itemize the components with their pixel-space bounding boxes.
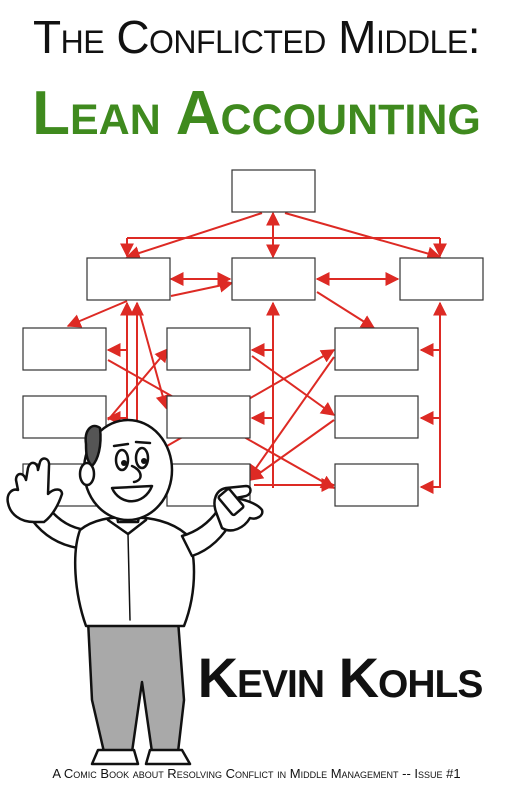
box: [166, 395, 251, 439]
shirt: [73, 516, 196, 628]
smile: [110, 484, 154, 503]
arrow: [248, 356, 335, 480]
cover-title-line-1: The Conflicted Middle:: [32, 11, 481, 63]
arrow: [284, 212, 442, 261]
right-shoe: [144, 748, 192, 766]
box: [231, 257, 316, 301]
eyebrows: [112, 440, 152, 448]
ear: [78, 461, 96, 487]
box: [86, 257, 171, 301]
shirt-buttons-line: [127, 533, 131, 621]
arrow: [136, 302, 170, 410]
arrow: [125, 212, 263, 260]
arrow: [316, 291, 376, 329]
box: [22, 327, 107, 371]
arrow: [170, 278, 234, 297]
arrow: [107, 347, 169, 421]
left-eye: [114, 448, 130, 472]
author-name: Kevin Kohls: [197, 646, 484, 709]
box: [231, 169, 316, 213]
org-chart-boxes: [22, 169, 484, 507]
box: [334, 463, 419, 507]
cartoon-manager-icon: [6, 418, 264, 766]
box: [166, 327, 251, 371]
hair: [84, 424, 102, 468]
left-hand: [6, 457, 64, 524]
left-shoe: [90, 748, 140, 766]
arrow: [251, 355, 336, 416]
right-eye: [134, 446, 150, 470]
arrow: [248, 419, 335, 481]
conflict-arrows: [66, 211, 447, 494]
nose: [130, 464, 142, 484]
pointer-icon: [217, 487, 245, 517]
pants: [86, 618, 186, 754]
cover-title-line-2: Lean Accounting: [32, 79, 481, 148]
arrow: [66, 300, 128, 328]
box: [334, 395, 419, 439]
cover-tagline: A Comic Book about Resolving Conflict in…: [52, 766, 461, 781]
box: [334, 327, 419, 371]
box: [399, 257, 484, 301]
